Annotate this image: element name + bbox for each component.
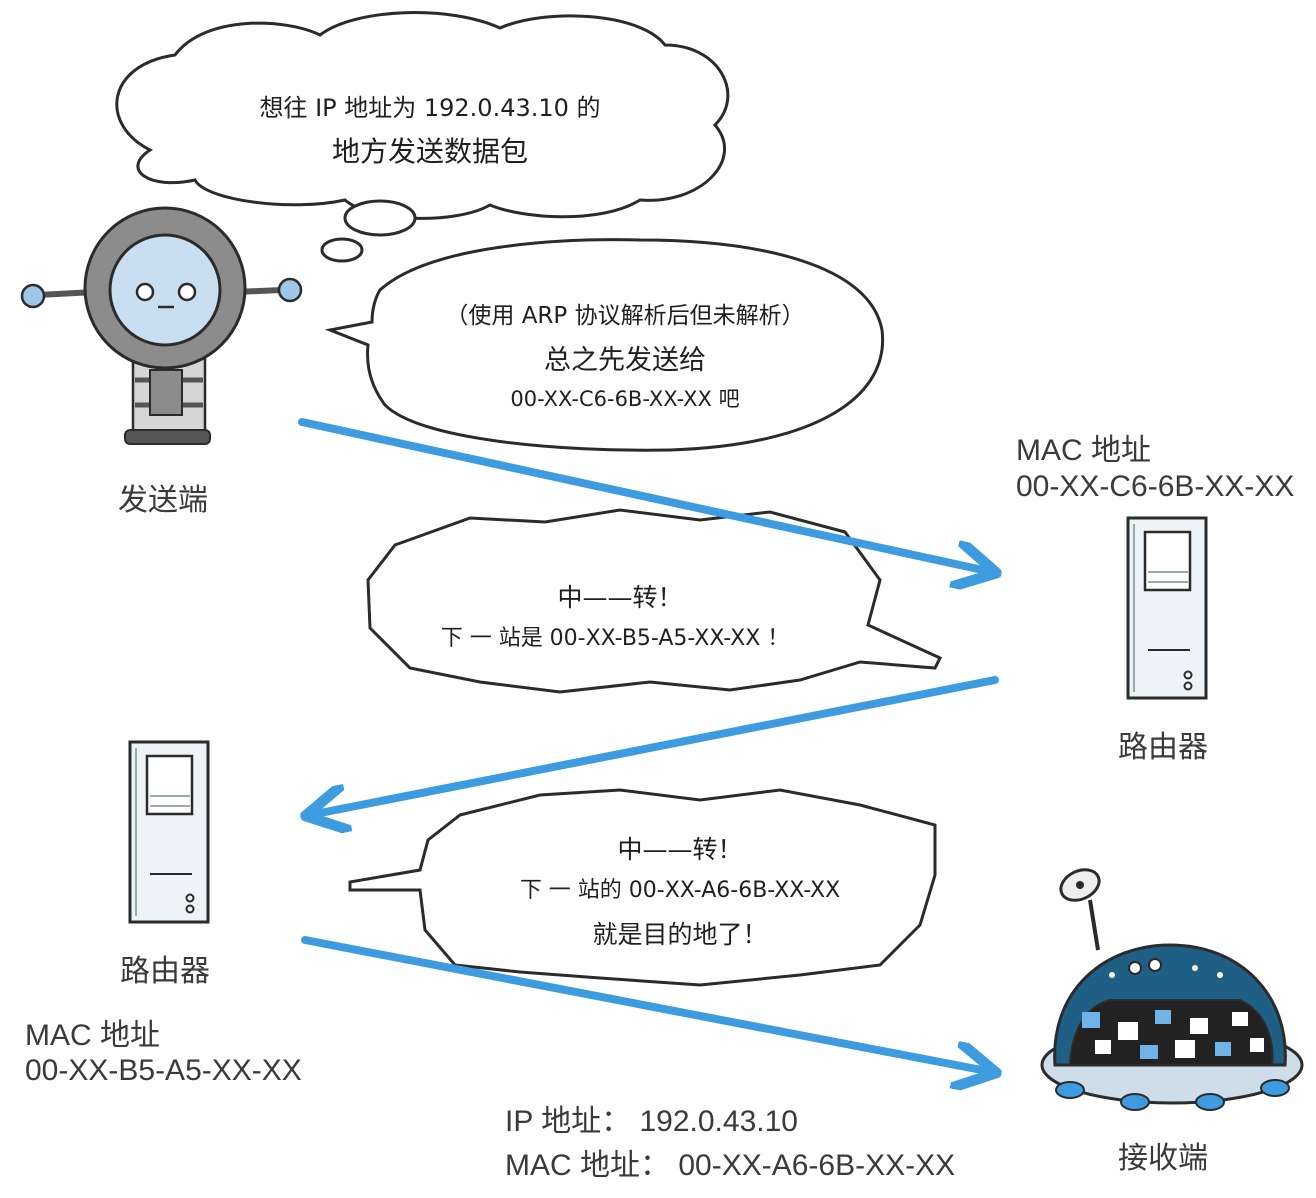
router-left-mac-value: 00-XX-B5-A5-XX-XX [25, 1054, 302, 1087]
router1-speech-line-2: 下 一 站是 00-XX-B5-A5-XX-XX ！ [440, 626, 790, 651]
router-left-server-icon [128, 740, 210, 924]
sender-label: 发送端 [118, 484, 208, 517]
router2-speech-bubble [348, 788, 937, 987]
receiver-label: 接收端 [1118, 1142, 1208, 1175]
sender-speech-bubble [324, 238, 885, 452]
thought-dot-large [343, 199, 417, 237]
router-left-label: 路由器 [120, 955, 210, 988]
router-right-label: 路由器 [1118, 731, 1208, 764]
arrow-router-to-receiver [301, 936, 992, 1072]
router-right-mac-value: 00-XX-C6-6B-XX-XX [1016, 470, 1295, 503]
router-right-mac-title: MAC 地址 [1016, 434, 1151, 467]
router1-speech-line-1: 中——转！ [557, 583, 683, 612]
receiver-mac-address: MAC 地址： 00-XX-A6-6B-XX-XX [505, 1149, 956, 1182]
router2-speech-line-1: 中——转！ [617, 835, 743, 864]
router-left-mac-title: MAC 地址 [25, 1019, 160, 1052]
router-right-server-icon [1126, 516, 1208, 700]
thought-dot-small [320, 237, 364, 263]
arrow-sender-to-router [298, 418, 992, 572]
receiver-ip-address: IP 地址： 192.0.43.10 [505, 1105, 798, 1138]
thought-cloud [115, 11, 730, 220]
sender-speech-line-3: 00-XX-C6-6B-XX-XX 吧 [510, 387, 740, 411]
router1-speech-bubble [366, 508, 943, 694]
router2-speech-line-3: 就是目的地了！ [592, 920, 768, 949]
thought-line-1: 想往 IP 地址为 192.0.43.10 的 [259, 94, 601, 122]
arrow-router-to-router [310, 676, 999, 815]
thought-line-2: 地方发送数据包 [331, 135, 528, 168]
sender-speech-line-1: （使用 ARP 协议解析后但未解析） [445, 303, 805, 329]
sender-speech-line-2: 总之先发送给 [544, 345, 706, 376]
receiver-robot-icon [1040, 868, 1304, 1111]
router2-speech-line-2: 下 一 站的 00-XX-A6-6B-XX-XX [519, 878, 841, 903]
sender-robot-icon [20, 206, 303, 445]
